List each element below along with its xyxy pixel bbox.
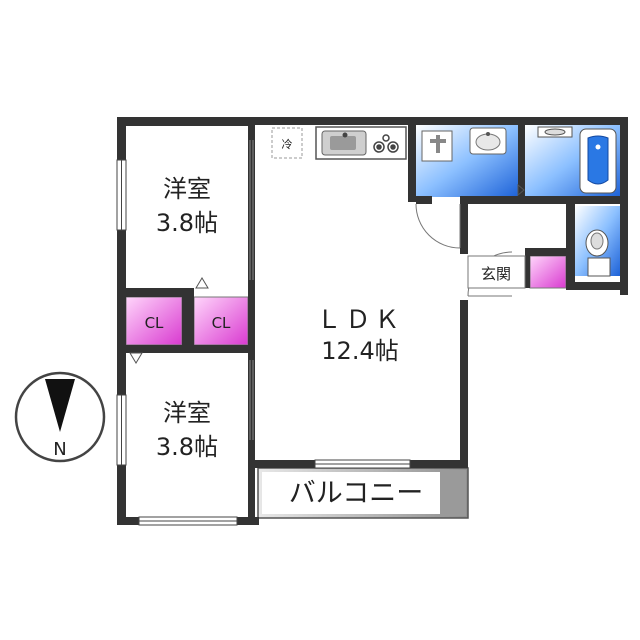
entrance: 玄関: [467, 255, 526, 289]
compass-north-label: N: [53, 439, 66, 460]
north-compass-icon: N: [14, 371, 106, 463]
faucet-icon: [342, 132, 348, 138]
toilet-icon: [578, 229, 618, 288]
fridge-space: [271, 127, 303, 159]
bathtub-icon: [579, 128, 617, 194]
windows: [116, 140, 411, 526]
western-room-1-name: 洋室: [163, 175, 211, 203]
western-room-2-size: 3.8帖: [156, 433, 218, 461]
entrance-label: 玄関: [481, 265, 511, 283]
closet-label-2: CL: [212, 314, 231, 332]
kitchen: 冷: [271, 126, 407, 160]
western-room-1-size: 3.8帖: [156, 209, 218, 237]
stove-icon: [373, 134, 399, 153]
ldk-size: 12.4帖: [321, 337, 398, 365]
western-room-2-name: 洋室: [163, 399, 211, 427]
closets: [125, 255, 567, 346]
bathroom: [537, 126, 617, 194]
ldk-name: ＬＤＫ: [316, 305, 403, 334]
wash-basin-icon: [469, 127, 507, 155]
walls: [117, 117, 628, 525]
balcony: バルコニー: [257, 467, 469, 519]
fridge-label: 冷: [282, 138, 293, 151]
bath-sink-icon: [537, 126, 573, 138]
balcony-label: バルコニー: [289, 478, 423, 509]
closet-label-1: CL: [145, 314, 164, 332]
washroom: [421, 127, 507, 162]
washing-machine-icon: [421, 130, 453, 162]
